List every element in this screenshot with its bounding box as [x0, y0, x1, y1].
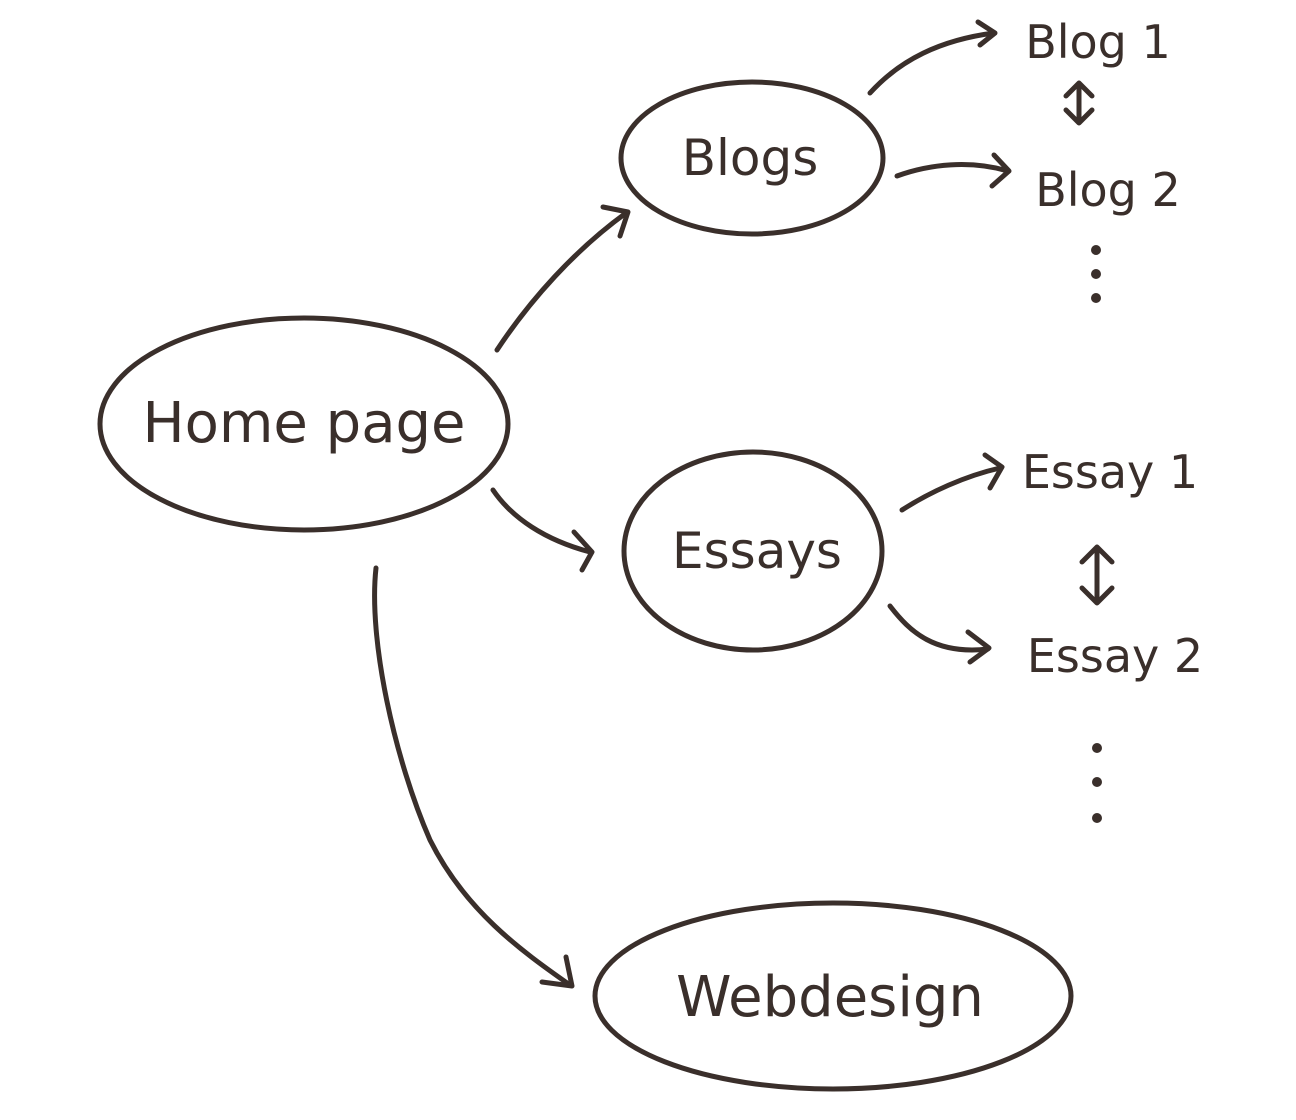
double-arrow-bottom-blogs: [1063, 107, 1095, 126]
edge-home-to-blogs: [494, 210, 629, 353]
arrowhead-blogs: [600, 204, 631, 239]
edge-home-to-webdesign: [372, 565, 573, 988]
edge-essays-to-essay1: [899, 465, 1003, 513]
leaf-essay2-label: Essay 2: [1027, 629, 1203, 683]
continuation-dot-essays-2: [1092, 777, 1102, 787]
arrowhead-essay1: [982, 452, 1005, 491]
double-arrow-bottom-essays: [1079, 585, 1115, 606]
arrowhead-blog1: [975, 19, 998, 48]
continuation-dot-blogs-3: [1091, 293, 1101, 303]
leaf-blog1-label: Blog 1: [1025, 15, 1171, 69]
node-blogs-ellipse: [618, 79, 886, 237]
double-arrow-top-blogs: [1063, 80, 1095, 99]
node-blogs-label: Blogs: [682, 129, 819, 187]
edge-essays-to-essay2: [887, 603, 991, 653]
edge-blogs-to-blog1: [867, 30, 997, 96]
arrowhead-essays: [571, 529, 595, 573]
node-blogs: Blogs: [618, 79, 886, 237]
continuation-dot-essays-1: [1092, 743, 1102, 753]
arrowhead-essay2: [965, 629, 992, 665]
node-essays: Essays: [621, 449, 885, 653]
continuation-dot-blogs-2: [1091, 269, 1101, 279]
node-home-page-ellipse: [97, 315, 511, 533]
node-home-page-label: Home page: [142, 391, 465, 456]
node-essays-label: Essays: [672, 522, 842, 580]
node-webdesign-ellipse: [592, 900, 1074, 1092]
node-webdesign-label: Webdesign: [676, 965, 984, 1030]
continuation-dot-blogs-1: [1091, 245, 1101, 255]
node-essays-ellipse: [621, 449, 885, 653]
arrowhead-webdesign: [539, 954, 575, 989]
edge-home-to-essays: [490, 487, 593, 555]
continuation-dot-essays-3: [1092, 813, 1102, 823]
node-home-page: Home page: [97, 315, 511, 533]
arrowhead-blog2: [989, 152, 1012, 189]
edge-blogs-to-blog2: [894, 162, 1011, 179]
double-arrow-top-essays: [1079, 544, 1115, 565]
node-webdesign: Webdesign: [592, 900, 1074, 1092]
leaf-essay1-label: Essay 1: [1022, 445, 1198, 499]
leaf-blog2-label: Blog 2: [1035, 163, 1181, 217]
